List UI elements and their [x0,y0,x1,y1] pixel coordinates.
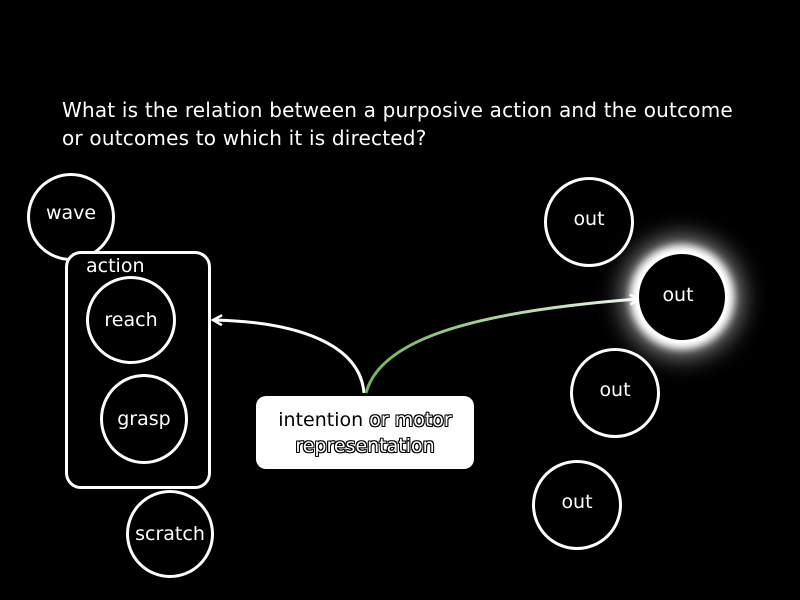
node-outcome-4-label: out [561,491,593,513]
intention-box: intention or motor representation [256,396,474,469]
arrow-to-action [214,320,366,394]
node-outcome-4: out [532,460,622,550]
node-outcome-1-label: out [573,208,605,230]
representation-word: representation [295,434,435,457]
intention-word: intention [278,408,364,431]
node-outcome-3: out [570,348,660,438]
node-outcome-highlighted: out [636,251,728,343]
intention-line-1: intention or motor [278,407,451,433]
node-outcome-2-label: out [662,284,694,306]
node-outcome-3-label: out [599,379,631,401]
action-label: action [86,255,145,277]
node-grasp: grasp [100,374,188,464]
node-scratch: scratch [126,490,214,578]
arrow-to-outcome [364,299,638,394]
node-reach: reach [86,276,176,364]
node-wave: wave [27,173,115,261]
node-wave-label: wave [45,202,97,224]
node-grasp-label: grasp [117,408,171,430]
node-reach-label: reach [104,309,158,331]
node-scratch-label: scratch [135,523,205,545]
node-outcome-1: out [544,177,634,267]
intention-line-2: representation [295,433,434,459]
motor-word: or motor [369,408,452,431]
question-text: What is the relation between a purposive… [62,98,733,150]
